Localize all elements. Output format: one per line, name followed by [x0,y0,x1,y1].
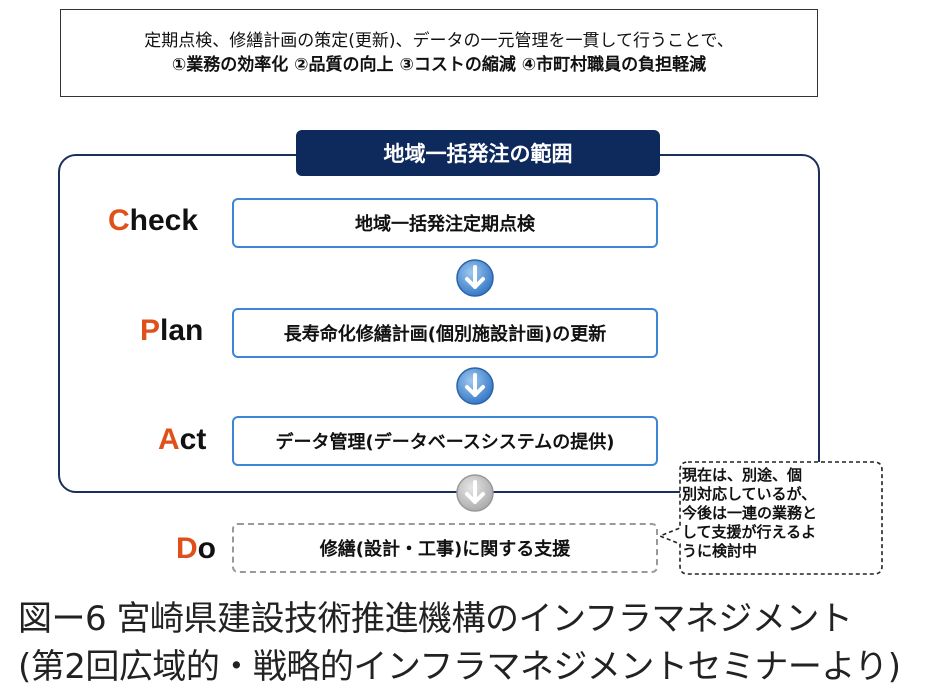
stage-initial: C [108,204,130,237]
callout-line: 別対応しているが、 [682,485,817,503]
arrow-down-icon [456,367,494,405]
stage-label-do: Do [176,532,216,566]
scope-title: 地域一括発注の範囲 [296,130,660,176]
step-check: 地域一括発注定期点検 [232,198,658,248]
stage-rest: heck [129,204,199,237]
stage-rest: ct [179,423,207,456]
stage-initial: P [140,314,161,347]
callout-note: 現在は、別途、個 別対応しているが、 今後は一連の業務と して支援が行えるよ う… [650,458,886,578]
intro-line-2: ①業務の効率化 ②品質の向上 ③コストの縮減 ④市町村職員の負担軽減 [171,55,707,75]
step-plan: 長寿命化修繕計画(個別施設計画)の更新 [232,308,658,358]
stage-initial: D [176,532,198,565]
figure-caption-line-1: 図ー6 宮崎県建設技術推進機構のインフラマネジメント [18,599,853,639]
callout-text: 現在は、別途、個 別対応しているが、 今後は一連の業務と して支援が行えるよ う… [682,466,878,561]
intro-box: 定期点検、修繕計画の策定(更新)、データの一元管理を一貫して行うことで、 ①業務… [60,9,818,97]
callout-line: して支援が行えるよ [682,523,817,541]
stage-label-plan: Plan [140,314,203,348]
stage-initial: A [158,423,180,456]
stage-rest: o [197,532,216,565]
callout-bubble-shape [657,461,883,575]
step-act: データ管理(データベースシステムの提供) [232,416,658,466]
arrow-down-icon [456,259,494,297]
callout-line: 今後は一連の業務と [682,504,818,522]
figure-caption-line-2: (第2回広域的・戦略的インフラマネジメントセミナーより) [18,647,901,687]
stage-label-check: Check [108,204,198,238]
arrow-down-icon [456,474,494,512]
stage-rest: lan [160,314,204,347]
callout-line: 現在は、別途、個 [682,466,803,484]
callout-line: うに検討中 [682,542,758,560]
stage-label-act: Act [158,423,206,457]
intro-line-1: 定期点検、修繕計画の策定(更新)、データの一元管理を一貫して行うことで、 [144,31,734,51]
step-do: 修繕(設計・工事)に関する支援 [232,523,658,573]
